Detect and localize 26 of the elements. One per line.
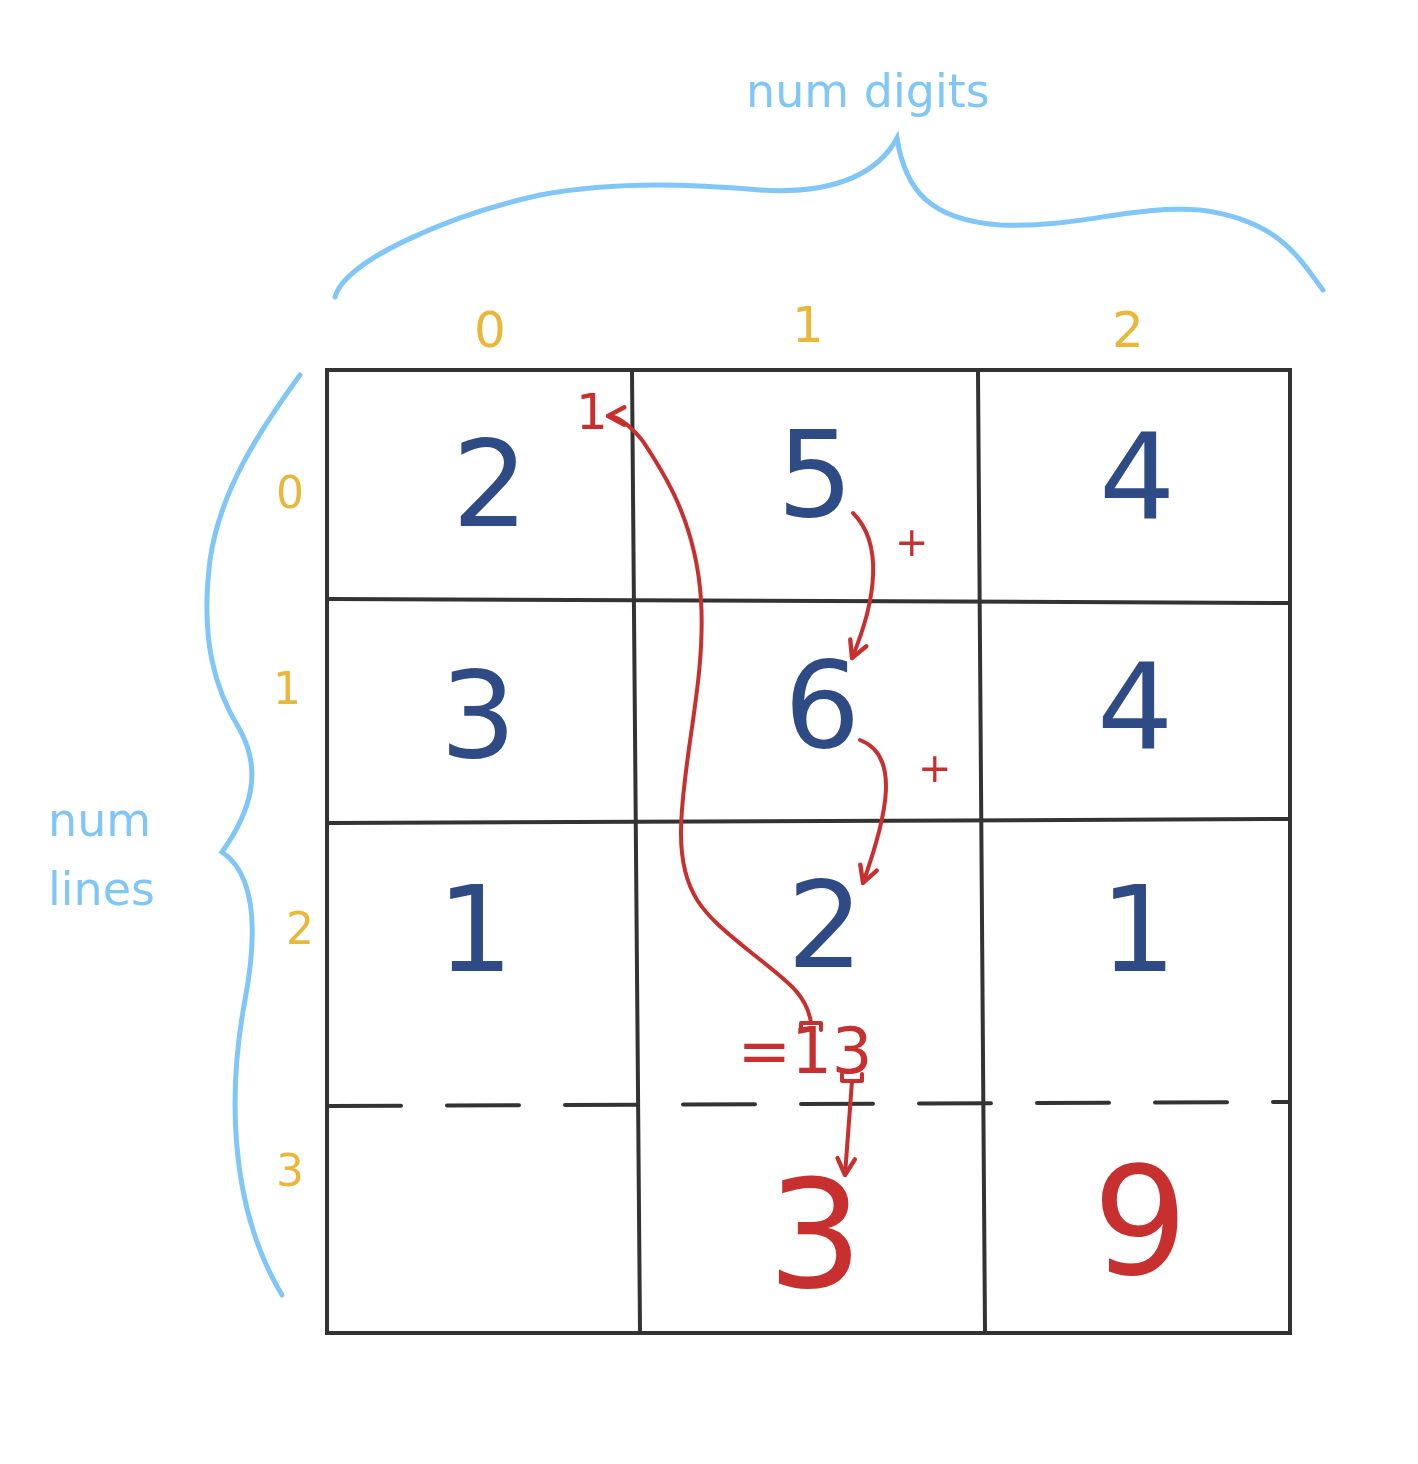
sum-text: =13: [737, 1023, 873, 1081]
column-index: 2: [1112, 310, 1144, 350]
axis-label: num lines: [48, 792, 156, 918]
carry-digit: 1: [576, 392, 608, 432]
arrow: [847, 511, 876, 661]
edge-label: +: [895, 526, 929, 558]
edge-label: +: [918, 752, 952, 784]
column-index: 1: [792, 305, 824, 345]
row-index: 3: [276, 1152, 304, 1188]
row-index: 1: [273, 670, 301, 706]
row-index: 2: [286, 910, 314, 946]
digit: 1: [1100, 882, 1177, 978]
arrow: [857, 738, 888, 886]
digit: 1: [437, 882, 514, 978]
digit: 2: [452, 437, 529, 533]
row-index: 0: [276, 474, 304, 510]
digit: 4: [1099, 430, 1176, 526]
digit: 5: [777, 427, 854, 523]
digit: 4: [1097, 660, 1174, 756]
axis-label: num digits: [746, 63, 990, 120]
digit: 3: [440, 668, 517, 764]
column-index: 0: [474, 310, 506, 350]
result-digit: 9: [1092, 1162, 1188, 1282]
digit: 2: [787, 878, 864, 974]
digit: 6: [784, 658, 861, 754]
result-digit: 3: [767, 1175, 863, 1295]
